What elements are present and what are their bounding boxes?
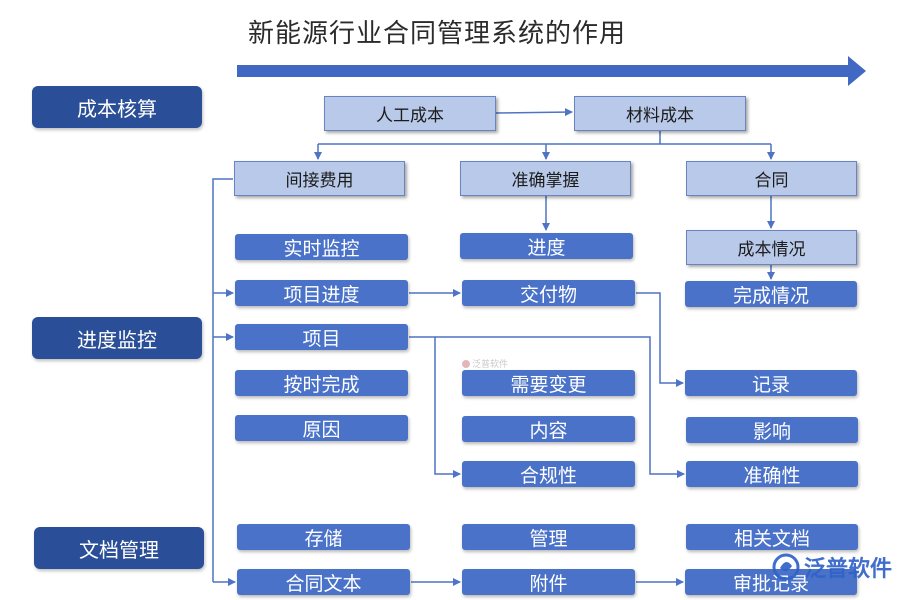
node-completion-status: 完成情况 <box>685 281 857 307</box>
node-accurate-grasp: 准确掌握 <box>460 161 631 196</box>
node-contract: 合同 <box>686 161 857 196</box>
node-project-progress: 项目进度 <box>235 280 408 306</box>
node-cost-status: 成本情况 <box>686 230 857 265</box>
node-attachment: 附件 <box>462 569 635 595</box>
category-docs: 文档管理 <box>34 527 204 569</box>
category-cost: 成本核算 <box>32 86 202 128</box>
node-contract-text: 合同文本 <box>237 569 410 595</box>
node-record: 记录 <box>685 370 857 396</box>
link-material-split <box>318 131 771 145</box>
node-deliverable: 交付物 <box>462 280 635 306</box>
watermark-small: 泛普软件 <box>462 357 508 370</box>
watermark-logo: 泛普软件 <box>772 551 892 583</box>
link-project-compliance <box>409 336 461 478</box>
diagram-title: 新能源行业合同管理系统的作用 <box>248 19 627 49</box>
link-left-spine <box>212 178 233 582</box>
link-project-accuracy <box>435 336 685 478</box>
watermark-small-text: 泛普软件 <box>472 360 509 370</box>
node-related-docs: 相关文档 <box>686 524 858 550</box>
link-labor-material <box>495 108 573 117</box>
brand-logo-icon <box>772 553 800 581</box>
node-management: 管理 <box>462 524 635 550</box>
category-progress: 进度监控 <box>32 317 202 359</box>
watermark-logo-text: 泛普软件 <box>804 557 893 582</box>
link-deliverable-record <box>636 292 684 387</box>
node-indirect-cost: 间接费用 <box>234 161 405 196</box>
node-change-needed: 需要变更 <box>462 370 635 396</box>
node-reason: 原因 <box>235 415 408 441</box>
node-realtime-monitor: 实时监控 <box>235 234 408 260</box>
node-accuracy: 准确性 <box>686 461 858 487</box>
node-labor-cost: 人工成本 <box>324 96 496 131</box>
node-content: 内容 <box>462 416 635 442</box>
node-progress: 进度 <box>460 233 633 259</box>
node-project: 项目 <box>235 324 408 350</box>
node-on-time: 按时完成 <box>235 370 408 396</box>
watermark-dot-icon <box>462 359 470 368</box>
node-material-cost: 材料成本 <box>574 96 746 131</box>
node-storage: 存储 <box>237 524 410 550</box>
node-compliance: 合规性 <box>462 461 635 487</box>
header-arrow <box>237 56 866 86</box>
node-impact: 影响 <box>686 417 858 443</box>
